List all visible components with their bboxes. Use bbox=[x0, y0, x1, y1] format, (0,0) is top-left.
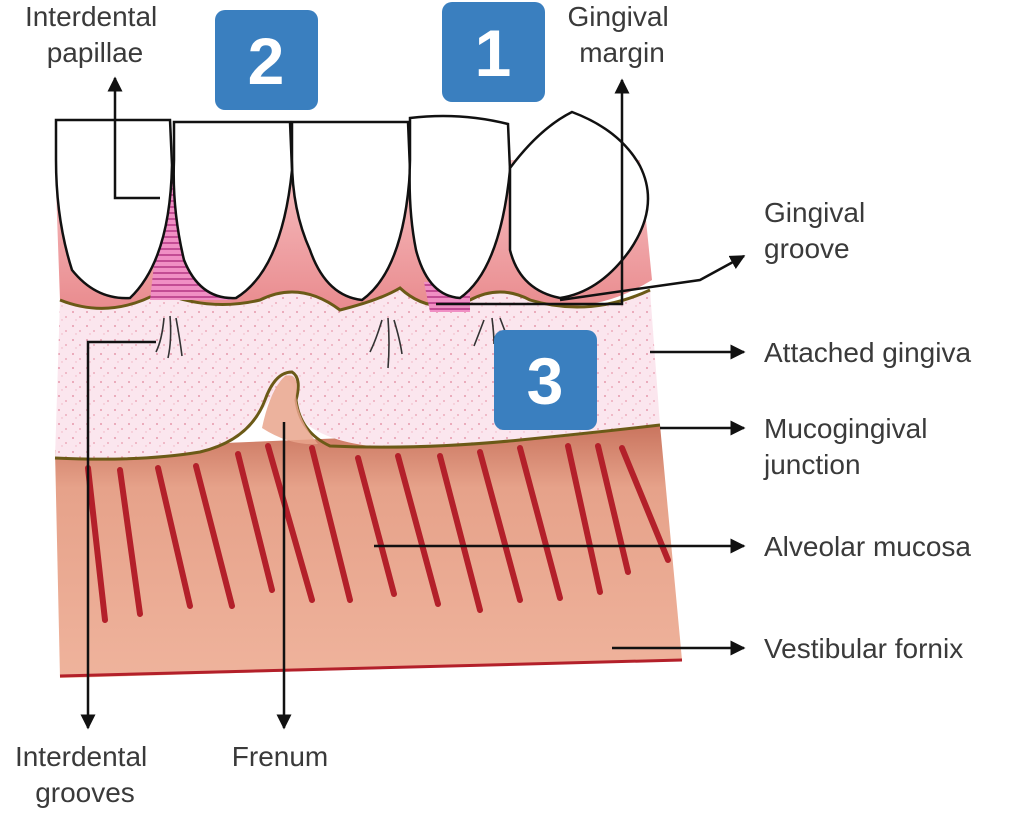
tooth-4 bbox=[408, 114, 512, 300]
alveolar-mucosa-region bbox=[55, 425, 682, 678]
mucosa-vessels bbox=[85, 443, 671, 623]
label-gingival-margin: Gingival margin bbox=[568, 1, 677, 68]
label-vestibular-fornix: Vestibular fornix bbox=[764, 633, 963, 664]
mucogingival-junction-line bbox=[54, 370, 661, 461]
badge-2: 2 bbox=[215, 10, 318, 110]
label-gingival-groove: Gingival groove bbox=[764, 197, 873, 264]
label-interdental-papillae: Interdental papillae bbox=[25, 1, 165, 68]
label-mucogingival-junction: Mucogingival junction bbox=[763, 413, 935, 480]
label-attached-gingiva: Attached gingiva bbox=[764, 337, 971, 368]
interdental-grooves-leader bbox=[80, 340, 156, 730]
badge-3: 3 bbox=[494, 330, 597, 430]
gingival-groove-leader bbox=[559, 254, 746, 302]
leader-lines bbox=[80, 76, 746, 730]
badge-1: 1 bbox=[442, 2, 545, 102]
tooth-3 bbox=[290, 120, 412, 302]
label-interdental-grooves: Interdental grooves bbox=[15, 741, 155, 808]
tooth-1 bbox=[54, 118, 174, 300]
label-frenum: Frenum bbox=[232, 741, 328, 772]
badge-1-text: 1 bbox=[475, 16, 512, 90]
label-alveolar-mucosa: Alveolar mucosa bbox=[764, 531, 971, 562]
interdental-groove-marks bbox=[155, 315, 511, 369]
teeth bbox=[54, 110, 650, 302]
papillae-leader bbox=[107, 76, 160, 200]
gingival-margin-leader bbox=[436, 78, 630, 306]
tooth-5 bbox=[508, 110, 650, 300]
frenum-shape bbox=[262, 375, 318, 445]
badge-2-text: 2 bbox=[248, 24, 285, 98]
vestibular-fornix-edge bbox=[59, 658, 683, 678]
badge-3-text: 3 bbox=[527, 344, 564, 418]
tooth-2 bbox=[172, 120, 294, 300]
